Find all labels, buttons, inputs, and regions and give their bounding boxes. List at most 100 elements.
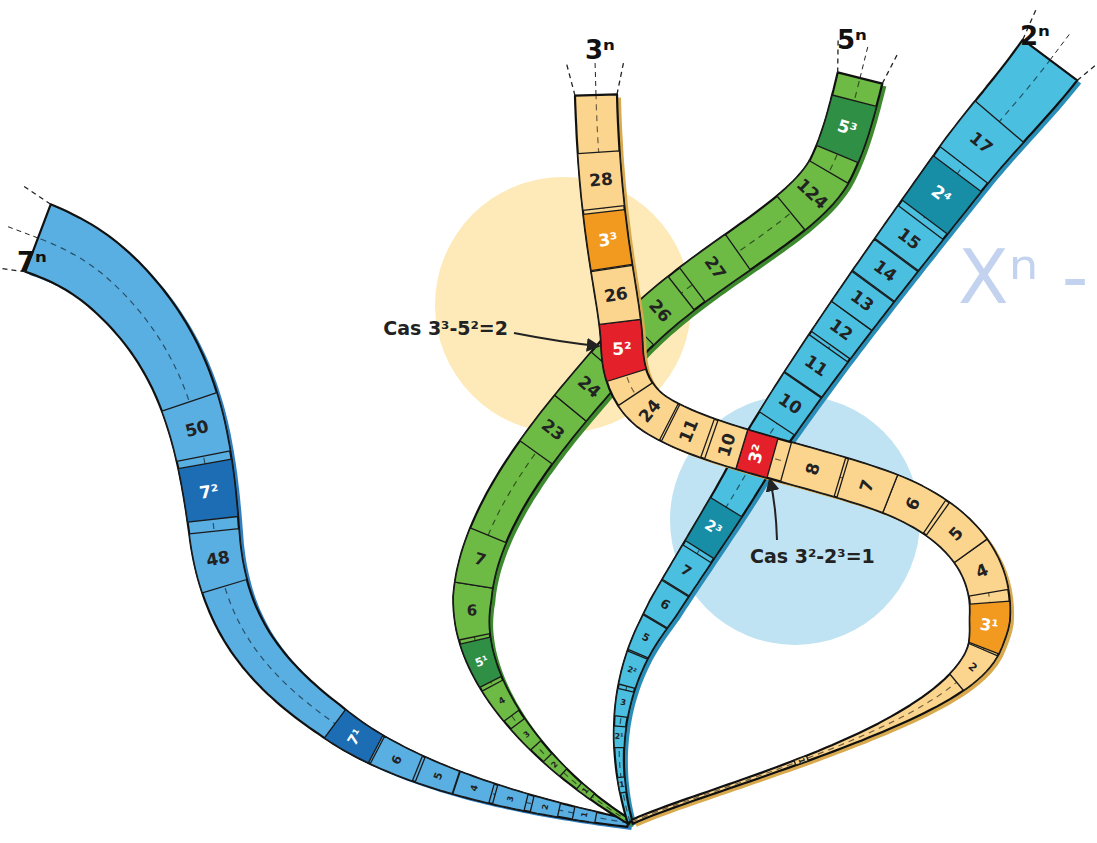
ribbon-cell	[794, 756, 808, 766]
cell-number: 50	[184, 418, 211, 440]
sequence-title: 7ⁿ	[17, 249, 47, 275]
power-cell	[969, 601, 1010, 654]
cell-number: 13	[848, 287, 877, 315]
cell-number: 5	[432, 771, 444, 782]
ribbon-cell	[415, 757, 459, 794]
cell-number: 3	[506, 795, 515, 802]
ribbon-cell	[162, 393, 230, 462]
ribbon-cell	[493, 785, 529, 811]
ribbon-cell	[940, 101, 1024, 183]
ribbon-cell	[511, 718, 541, 750]
leader-arrow	[514, 333, 598, 346]
ribbon-cell	[680, 234, 751, 301]
cell-number: 1	[796, 756, 805, 764]
cell-number: 6	[658, 597, 672, 612]
ribbon-continuation	[595, 61, 597, 95]
cell-number: 27	[701, 254, 729, 283]
dashed-centerline	[472, 78, 860, 822]
cell-number: 3	[620, 699, 627, 708]
cell-number: 1	[581, 787, 591, 796]
cell-number: 14	[870, 257, 899, 285]
ribbon-cell	[453, 772, 495, 804]
ribbon-continuation	[1077, 58, 1097, 80]
ribbon-cell	[572, 807, 597, 823]
ribbon-cell	[781, 442, 846, 496]
cell-number: 17	[967, 129, 996, 157]
cell-number: 2²	[626, 665, 637, 676]
cell-number: 2¹	[615, 733, 624, 741]
ribbon-continuation	[566, 62, 575, 96]
ribbon-continuation	[1050, 33, 1070, 60]
power-cell	[685, 498, 742, 559]
ribbon-cell	[618, 383, 678, 440]
cell-number: 24	[574, 373, 603, 401]
cell-number: 5²	[612, 340, 632, 358]
ribbon-cell	[591, 265, 640, 324]
ribbon-cell	[615, 688, 634, 717]
cell-number: 7²	[199, 482, 220, 502]
power-cell	[817, 95, 877, 163]
sequence-title: 3ⁿ	[585, 37, 615, 63]
power-cell	[583, 210, 632, 271]
ribbon-cell	[837, 459, 898, 513]
cell-number: 2	[551, 760, 561, 770]
cell-number: 11	[676, 417, 701, 445]
ribbon-shadow	[618, 43, 1081, 826]
cell-number: 4	[469, 784, 480, 793]
cell-number: 24	[636, 396, 664, 425]
cell-number: 10	[775, 391, 804, 418]
power-cell	[178, 459, 238, 522]
sequence-title: 2ⁿ	[1020, 23, 1050, 49]
callout-text: Cas 3³-5²=2	[383, 319, 508, 338]
watermark: Xⁿ -	[958, 240, 1088, 314]
cell-number: 2⁴	[928, 183, 954, 208]
cell-number: 15	[894, 225, 923, 253]
sequence-title: 5ⁿ	[837, 27, 867, 53]
ribbon-cell	[578, 151, 625, 210]
cell-number: 7	[679, 562, 694, 579]
shared-cell	[599, 319, 646, 381]
cell-number: 26	[645, 296, 673, 325]
ribbon-cell	[577, 783, 595, 799]
cell-number: 23	[538, 416, 567, 444]
ribbon-cell	[530, 796, 560, 817]
cell-number: 2	[541, 803, 550, 810]
number-ribbon	[614, 40, 1077, 823]
cell-number: 28	[588, 171, 613, 190]
cell-number: 8	[803, 461, 823, 477]
cell-number: 7¹	[345, 727, 365, 748]
ribbon-cell	[482, 680, 519, 721]
number-ribbon	[575, 94, 1010, 823]
cell-number: 10	[715, 431, 738, 459]
dashed-centerline	[619, 60, 1050, 822]
power-cell	[324, 710, 383, 763]
cell-number: 12	[827, 317, 856, 345]
cell-number: 5¹	[473, 654, 489, 669]
ribbon-continuation	[882, 53, 898, 84]
ribbon-cell	[777, 161, 848, 230]
cell-number: 3	[522, 730, 531, 740]
cell-number: 3¹	[979, 616, 999, 635]
cell-number: 6	[390, 753, 405, 766]
ribbon-continuation	[6, 226, 38, 238]
cell-number: 2	[965, 661, 978, 674]
power-cell	[460, 637, 501, 687]
cell-number: 11	[801, 353, 830, 380]
dashed-centerline	[596, 95, 990, 822]
cell-number: 4	[973, 561, 990, 581]
cell-number: 5	[945, 523, 965, 543]
ribbon-continuation	[617, 60, 624, 94]
ribbon-cell	[453, 582, 492, 640]
cell-number: 6	[903, 495, 924, 513]
ribbon-continuation	[22, 185, 51, 204]
dashed-centerline	[38, 238, 628, 823]
cell-number: 7	[857, 477, 877, 494]
callout-text: Cas 3²-2³=1	[750, 547, 875, 566]
cell-number: 4	[497, 695, 507, 706]
ribbon-cell	[617, 777, 626, 793]
cell-number: 5	[640, 631, 651, 643]
cell-number: 7	[472, 550, 487, 569]
ribbon-cell	[455, 528, 506, 588]
ribbon-shadow	[579, 97, 1014, 826]
